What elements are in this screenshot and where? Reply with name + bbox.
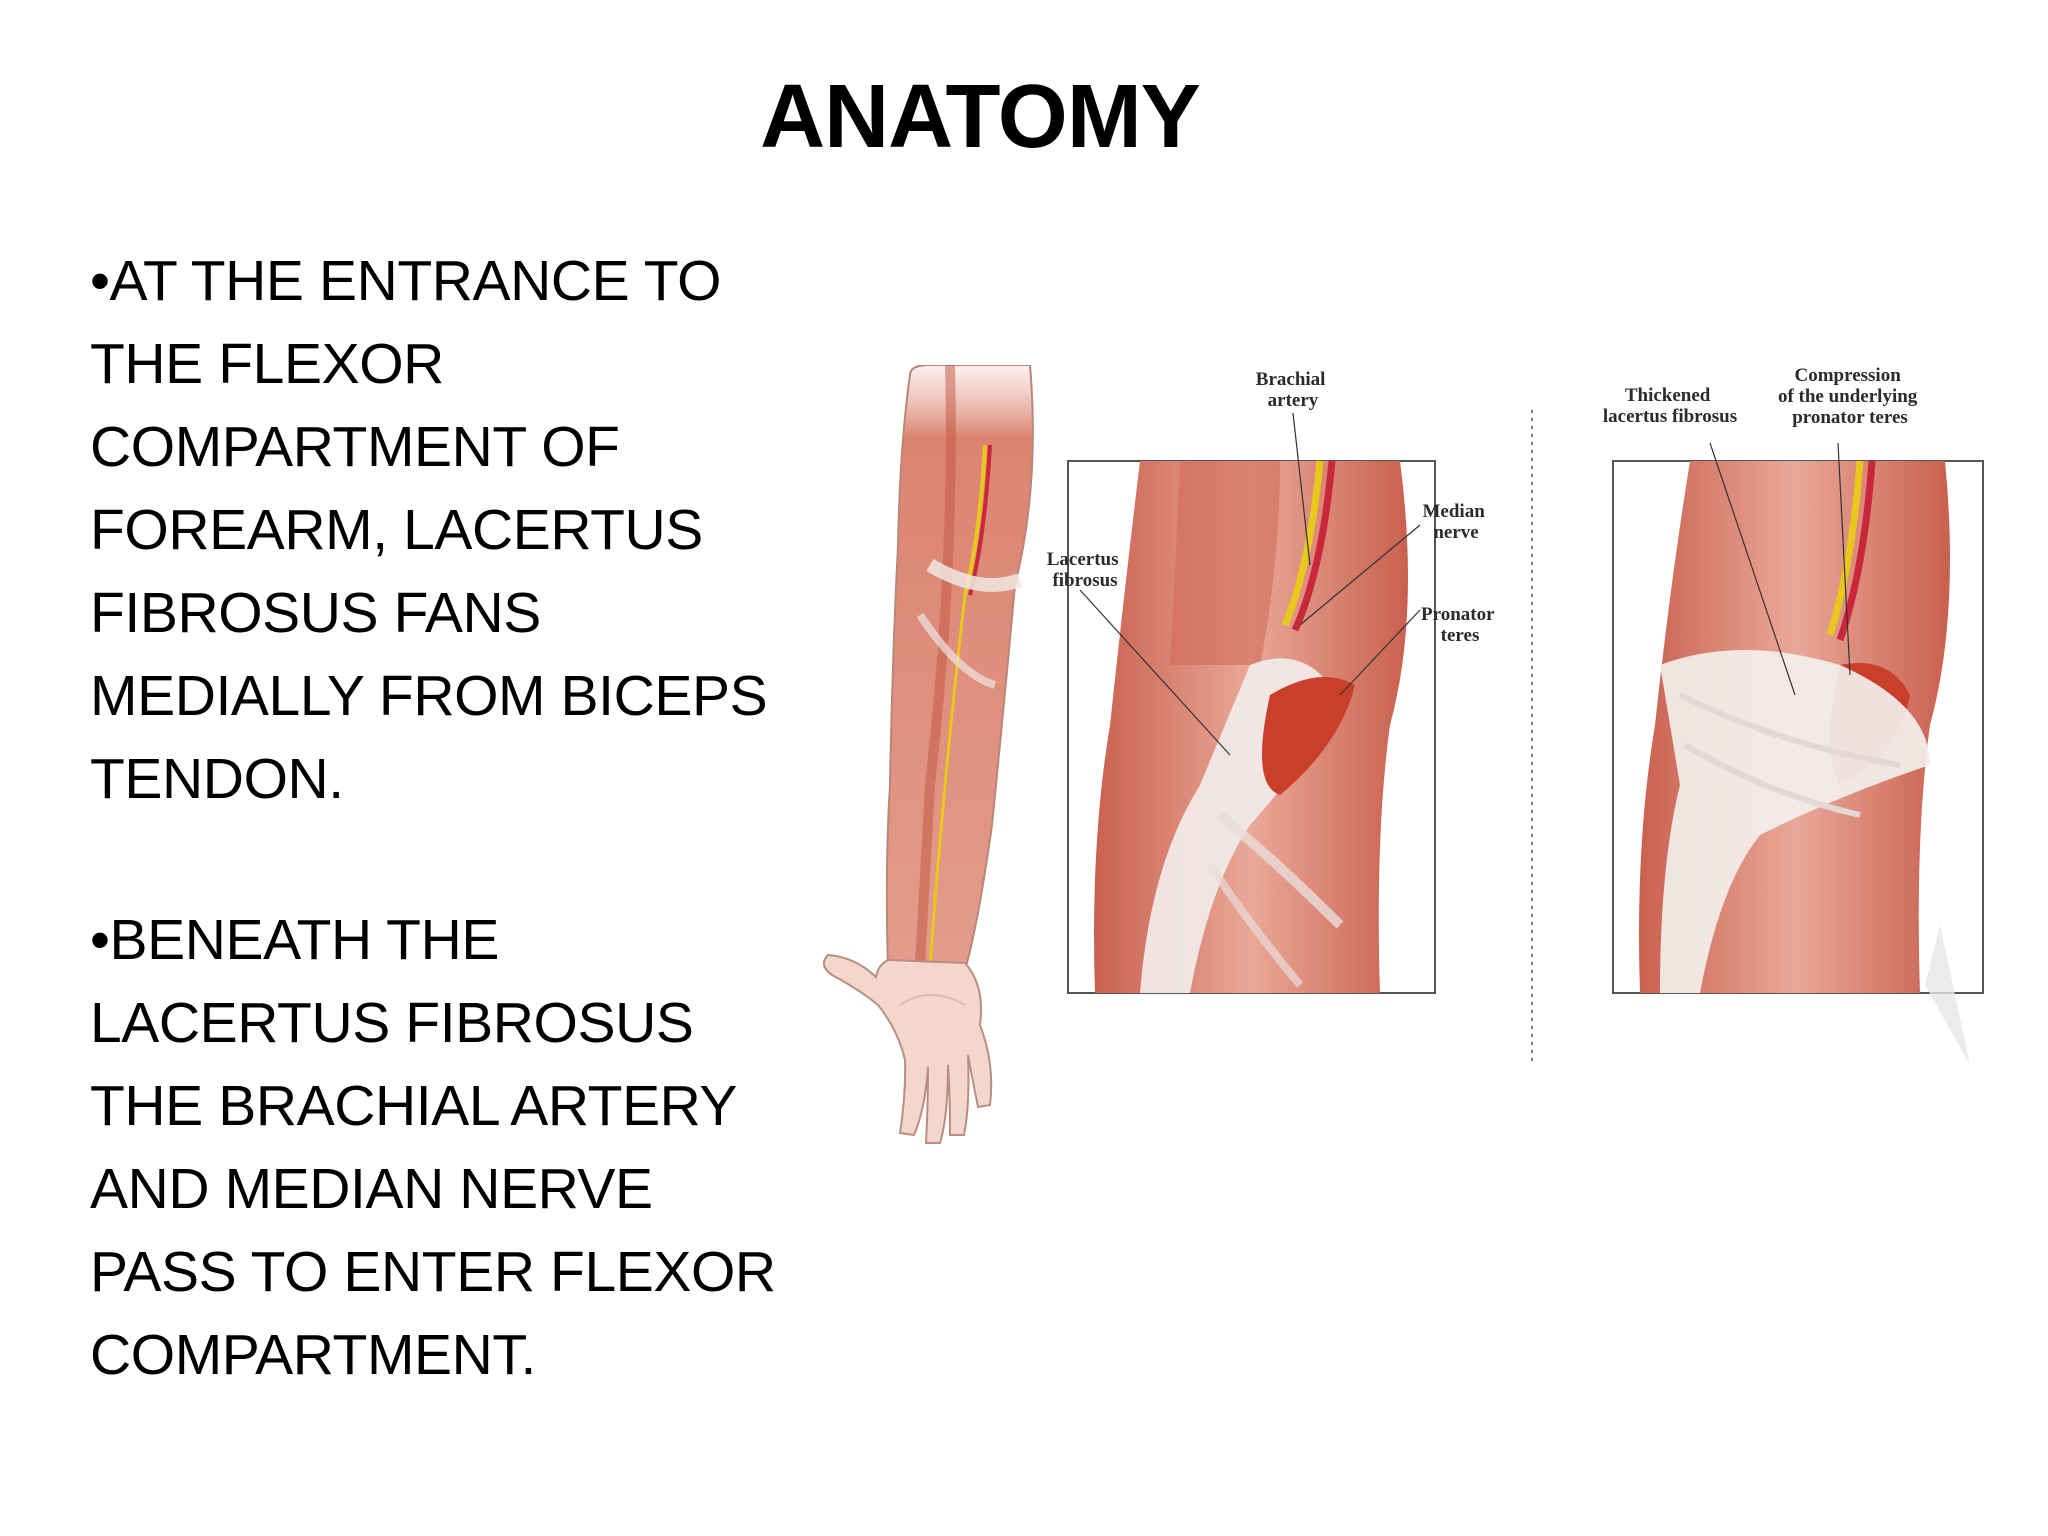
bullet-item-2: •BENEATH THE LACERTUS FIBROSUS THE BRACH…	[90, 899, 790, 1397]
slide-title: ANATOMY	[760, 67, 1201, 167]
bullet-list: •AT THE ENTRANCE TO THE FLEXOR COMPARTME…	[90, 240, 790, 1475]
pronator-teres-label: Pronator teres	[1421, 604, 1499, 646]
compression-label: Compression of the underlying pronator t…	[1778, 365, 1922, 428]
detail-panel-thickened: Thickened lacertus fibrosus Compression …	[1603, 365, 1984, 1065]
full-arm-drawing	[822, 365, 1034, 1144]
bullet-line: THE FLEXOR	[90, 332, 444, 396]
detail-panel-normal: Brachial artery Median nerve Lacertus fi…	[1047, 369, 1499, 994]
bullet-line: FOREARM, LACERTUS	[90, 498, 703, 562]
bullet-line: •AT THE ENTRANCE TO	[90, 249, 722, 313]
bullet-item-1: •AT THE ENTRANCE TO THE FLEXOR COMPARTME…	[90, 240, 790, 821]
bullet-line: •BENEATH THE	[90, 908, 499, 972]
bullet-line: MEDIALLY FROM BICEPS	[90, 664, 768, 728]
lacertus-fibrosus-label: Lacertus fibrosus	[1047, 549, 1124, 591]
bullet-line: FIBROSUS FANS	[90, 581, 541, 645]
brachial-artery-label: Brachial artery	[1256, 369, 1330, 411]
bullet-line: COMPARTMENT.	[90, 1323, 536, 1387]
anatomy-illustration: Brachial artery Median nerve Lacertus fi…	[780, 365, 2010, 1225]
bullet-line: PASS TO ENTER FLEXOR	[90, 1240, 776, 1304]
bullet-line: THE BRACHIAL ARTERY	[90, 1074, 738, 1138]
anatomy-svg: Brachial artery Median nerve Lacertus fi…	[822, 365, 1984, 1144]
bullet-line: AND MEDIAN NERVE	[90, 1157, 653, 1221]
median-nerve-label: Median nerve	[1422, 501, 1489, 543]
thickened-lacertus-label: Thickened lacertus fibrosus	[1603, 385, 1737, 427]
bullet-line: COMPARTMENT OF	[90, 415, 620, 479]
bullet-line: TENDON.	[90, 747, 344, 811]
bullet-line: LACERTUS FIBROSUS	[90, 991, 694, 1055]
